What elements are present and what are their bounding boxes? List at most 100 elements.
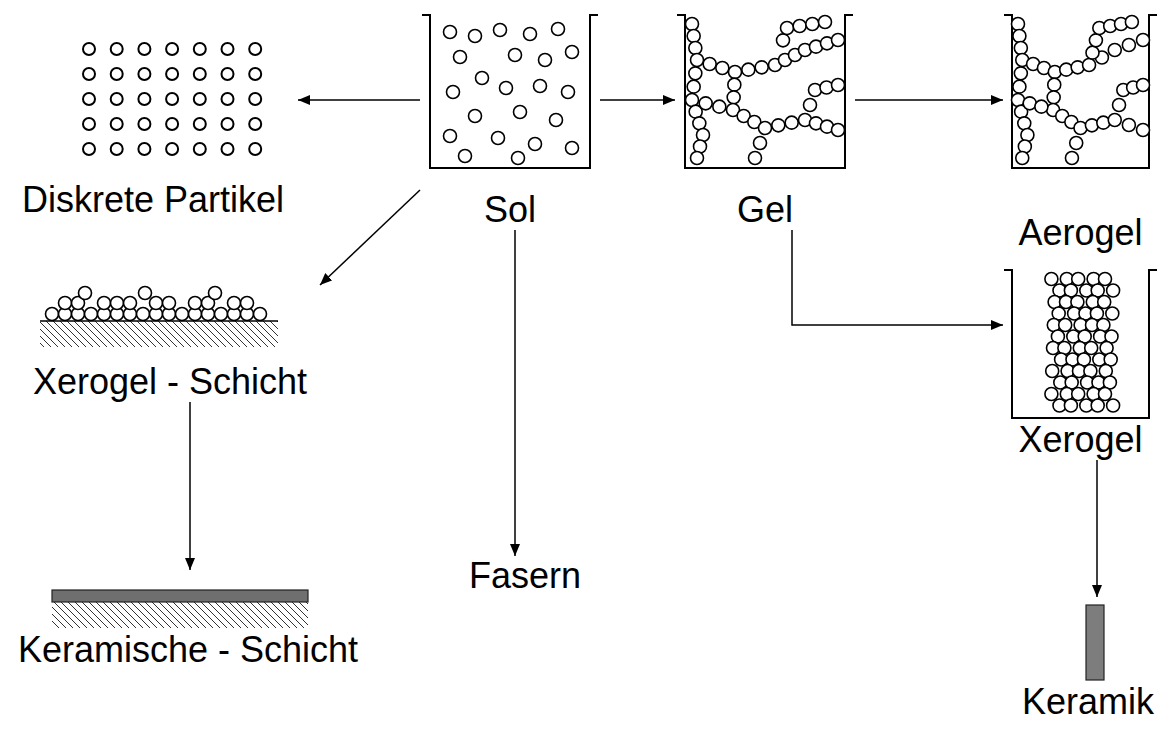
illustration	[1003, 10, 1158, 170]
xerogel-particle	[1098, 296, 1111, 309]
gel-particle	[689, 67, 702, 80]
particle	[83, 93, 95, 105]
gel-particle	[686, 18, 699, 31]
aerogel-particle	[1113, 99, 1126, 112]
illustration	[1003, 265, 1158, 420]
particle	[222, 68, 234, 80]
sol-particle	[469, 110, 482, 123]
particle	[194, 68, 206, 80]
particle	[194, 118, 206, 130]
particle	[138, 93, 150, 105]
particle	[138, 143, 150, 155]
particle	[111, 118, 123, 130]
particle	[249, 93, 261, 105]
stage-node: Diskrete Partikel	[8, 38, 298, 220]
node-label: Keramik	[1022, 682, 1154, 722]
node-label: Xerogel - Schicht	[33, 362, 307, 402]
node-label: Gel	[737, 190, 793, 230]
stage-node: Aerogel	[1003, 10, 1158, 253]
gel-particle	[713, 100, 726, 113]
gel-particle	[742, 63, 755, 76]
gel-particle	[728, 78, 741, 91]
node-label: Fasern	[469, 556, 581, 596]
node-label: Keramische - Schicht	[18, 630, 358, 670]
gel-particle	[687, 30, 700, 43]
aerogel-particle	[1011, 18, 1024, 31]
sol-particle	[447, 86, 460, 99]
illustration	[675, 10, 855, 170]
particle	[249, 143, 261, 155]
connector-group	[190, 100, 1097, 597]
illustration	[8, 570, 368, 630]
aerogel-particle	[1108, 114, 1121, 127]
stage-node: Xerogel	[1003, 265, 1158, 460]
gel-particle	[781, 22, 794, 35]
aerogel-particle	[1065, 152, 1078, 165]
gel-particle	[755, 61, 768, 74]
aerogel-particle	[1013, 30, 1026, 43]
sol-particle	[552, 23, 565, 36]
node-label: Sol	[484, 190, 536, 230]
stage-node: Xerogel - Schicht	[10, 285, 330, 402]
substrate-hatch	[52, 602, 308, 628]
particle	[166, 118, 178, 130]
beaker-outline	[422, 15, 598, 168]
aerogel-particle	[1108, 44, 1121, 57]
sol-particle	[469, 30, 482, 43]
gel-particle	[759, 122, 772, 135]
layer-particle	[98, 297, 111, 310]
stage-node: Keramik	[1018, 597, 1158, 722]
layer-particle	[209, 287, 222, 300]
sol-particle	[459, 150, 472, 163]
xerogel-particle	[1059, 319, 1072, 332]
aerogel-particle	[1035, 100, 1048, 113]
gel-particle	[772, 119, 785, 132]
sol-particle	[444, 130, 457, 143]
ceramic-layer	[52, 590, 308, 602]
layer-particle	[228, 297, 241, 310]
beaker-outline	[1004, 270, 1157, 418]
particle	[111, 143, 123, 155]
xerogel-particle	[1046, 365, 1059, 378]
sol-particle	[476, 72, 489, 85]
process-arrow	[1096, 460, 1098, 597]
layer-particle	[215, 308, 228, 321]
particle	[194, 43, 206, 55]
xerogel-particle	[1064, 399, 1077, 412]
layer-particle	[176, 308, 189, 321]
aerogel-particle	[1089, 34, 1102, 47]
aerogel-particle	[1016, 152, 1029, 165]
aerogel-particle	[1122, 119, 1135, 132]
aerogel-particle	[1137, 79, 1150, 92]
gel-particle	[832, 124, 845, 137]
xerogel-particle	[1072, 388, 1085, 401]
xerogel-particle	[1045, 273, 1058, 286]
layer-particle	[137, 308, 150, 321]
aerogel-particle	[1048, 78, 1061, 91]
particle	[194, 93, 206, 105]
gel-particle	[832, 34, 845, 47]
sol-particle	[562, 86, 575, 99]
aerogel-particle	[1013, 80, 1026, 93]
sol-particle	[500, 82, 513, 95]
aerogel-particle	[1014, 42, 1027, 55]
sol-particle	[492, 132, 505, 145]
gel-particle	[699, 97, 712, 110]
node-label: Diskrete Partikel	[22, 180, 284, 220]
layer-particle	[111, 297, 124, 310]
sol-particle	[494, 24, 507, 37]
gel-particle	[691, 152, 704, 165]
stage-node: Sol	[420, 10, 600, 230]
xerogel-particle	[1106, 307, 1119, 320]
process-arrow	[600, 99, 675, 101]
process-arrow	[792, 230, 1003, 325]
gel-particle	[727, 91, 740, 104]
gel-particle	[832, 79, 845, 92]
sol-particle	[534, 80, 547, 93]
gel-particle	[729, 66, 742, 79]
particle	[138, 118, 150, 130]
substrate-hatch	[40, 321, 278, 347]
sol-particle	[454, 51, 467, 64]
layer-particle	[85, 308, 98, 321]
